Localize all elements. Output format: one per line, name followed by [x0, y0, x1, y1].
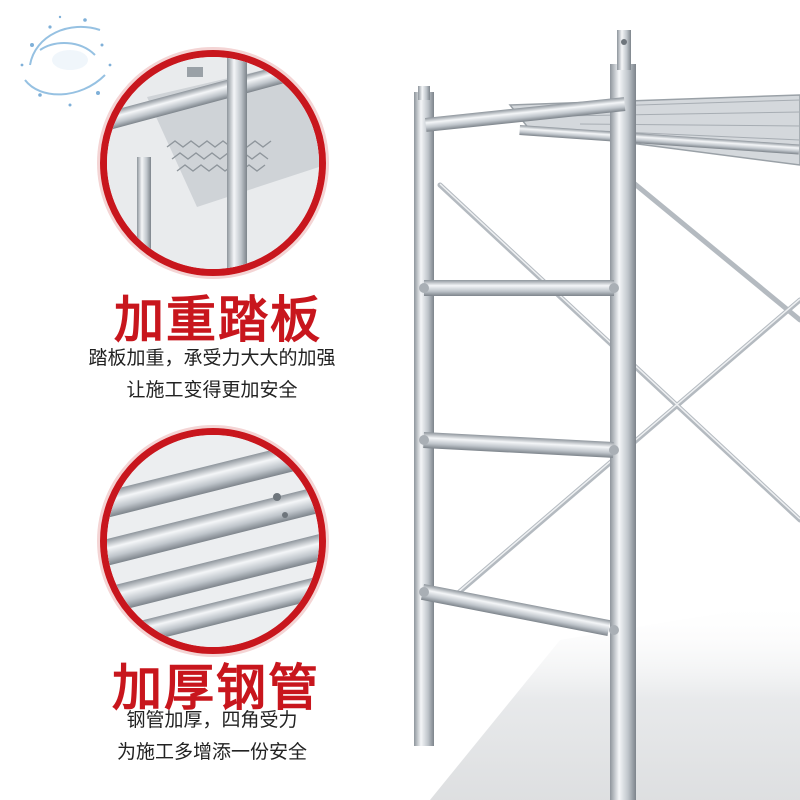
feature-title-thick-pipe: 加厚钢管 — [112, 659, 320, 717]
water-splash-logo — [20, 15, 112, 107]
deck-closeup-image — [107, 57, 319, 269]
feature-desc-line: 钢管加厚，四角受力 — [126, 709, 298, 731]
deck-closeup-callout — [100, 50, 326, 276]
feature-desc-line: 踏板加重，承受力大大的加强 — [88, 347, 336, 369]
feature-title-heavy-deck: 加重踏板 — [114, 291, 322, 349]
feature-desc-thick-pipe: 钢管加厚，四角受力 为施工多增添一份安全 — [52, 704, 372, 768]
pipe-closeup-image — [107, 435, 319, 647]
feature-desc-line: 让施工变得更加安全 — [126, 379, 298, 401]
feature-desc-heavy-deck: 踏板加重，承受力大大的加强 让施工变得更加安全 — [52, 342, 372, 406]
feature-desc-line: 为施工多增添一份安全 — [116, 741, 307, 763]
pipe-closeup-callout — [100, 428, 326, 654]
